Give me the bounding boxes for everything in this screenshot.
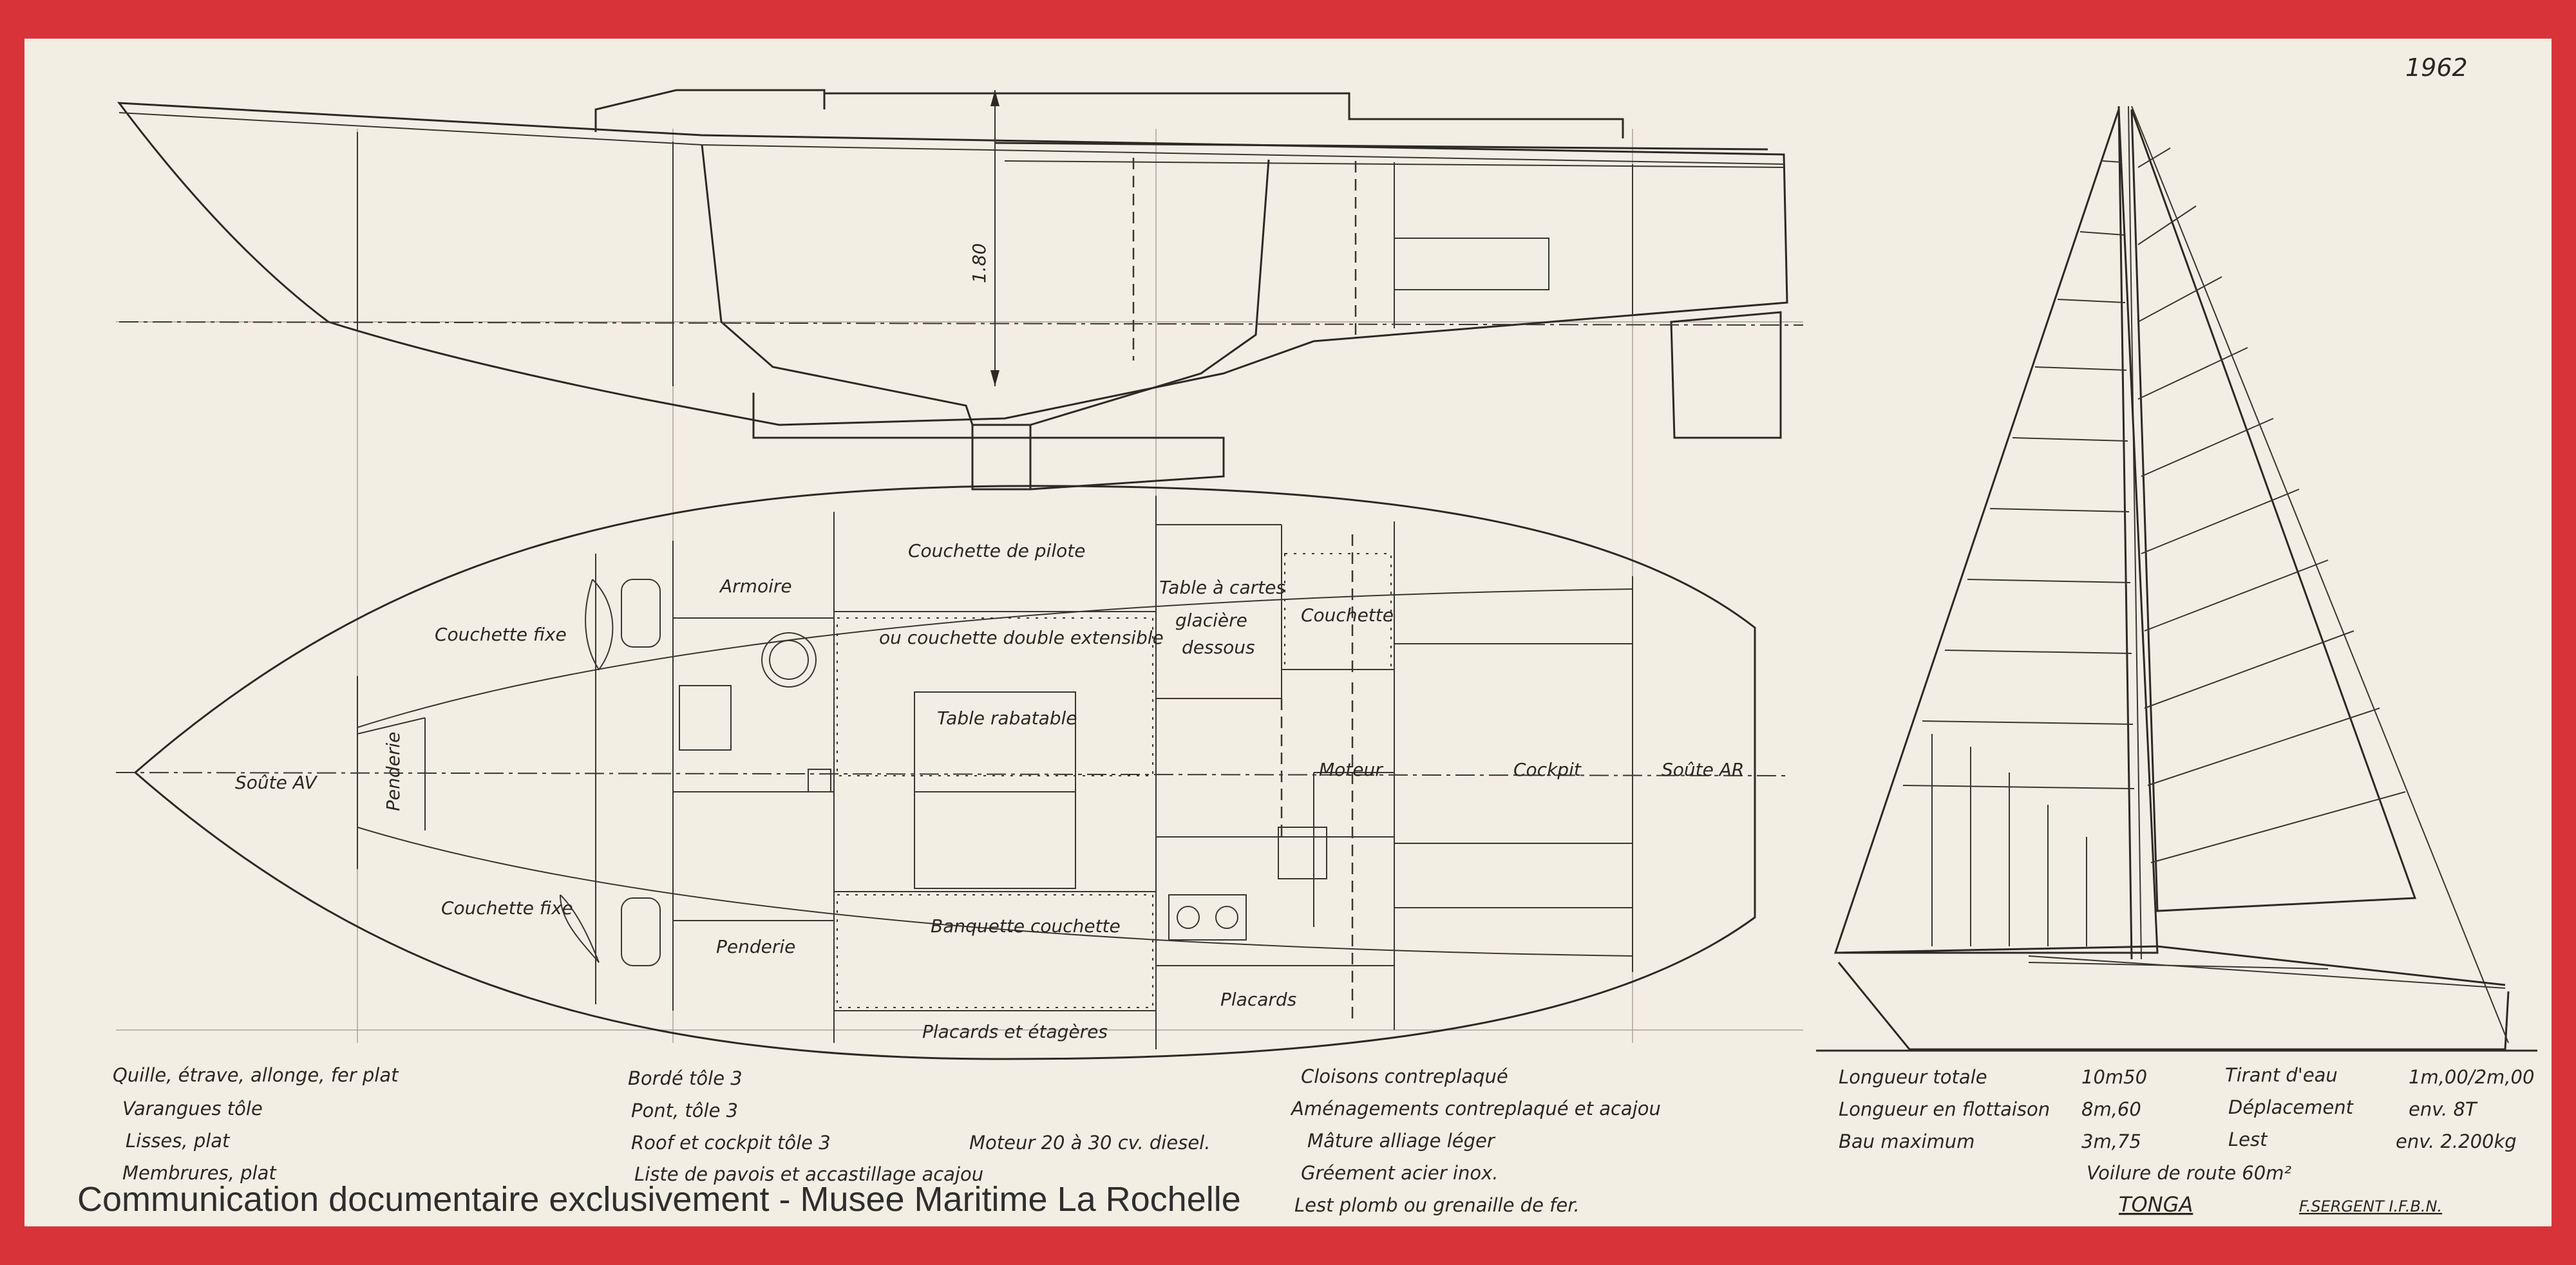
- label-placards: Placards: [1220, 989, 1296, 1010]
- label-soute-ar: Soûte AR: [1662, 759, 1744, 780]
- label-armoire: Armoire: [719, 576, 792, 597]
- note-col2-3: Liste de pavois et accastillage acajou: [634, 1163, 983, 1185]
- specifications: Longueur totale 10m50 Tirant d'eau 1m,00…: [1839, 1064, 2534, 1184]
- watermark-text: Communication documentaire exclusivement…: [77, 1180, 1241, 1219]
- note-moteur: Moteur 20 à 30 cv. diesel.: [969, 1132, 1210, 1154]
- note-col3-0: Cloisons contreplaqué: [1301, 1065, 1508, 1087]
- label-couchette-double: ou couchette double extensible: [879, 627, 1164, 648]
- label-penderie-fwd: Penderie: [383, 732, 404, 811]
- note-col2-0: Bordé tôle 3: [628, 1067, 743, 1089]
- spec-value-1: 8m,60: [2081, 1098, 2141, 1120]
- label-couchette-pilote: Couchette de pilote: [908, 540, 1085, 561]
- note-col3-2: Mâture alliage léger: [1307, 1130, 1496, 1152]
- note-col1-3: Membrures, plat: [122, 1162, 277, 1184]
- label-couchette-fixe-top: Couchette fixe: [435, 624, 567, 645]
- note-col2-2: Roof et cockpit tôle 3: [631, 1132, 831, 1154]
- architect-name: F.SERGENT I.F.B.N.: [2299, 1197, 2442, 1215]
- note-col1-2: Lisses, plat: [126, 1130, 231, 1152]
- note-col3-4: Lest plomb ou grenaille de fer.: [1294, 1194, 1580, 1216]
- label-table-rabattable: Table rabatable: [937, 707, 1077, 729]
- title-block: TONGA F.SERGENT I.F.B.N.: [2119, 1192, 2442, 1217]
- hull-plan: Soûte AV Penderie Couchette fixe Couchet…: [115, 485, 1791, 1060]
- label-table-cartes-3: dessous: [1182, 637, 1255, 658]
- spec-value-2: 3m,75: [2081, 1130, 2141, 1152]
- spec-value2-1: env. 8T: [2409, 1098, 2478, 1120]
- label-couchette-right: Couchette: [1301, 604, 1394, 626]
- label-table-cartes-1: Table à cartes: [1159, 577, 1285, 598]
- drawing-year: 1962: [2405, 53, 2468, 82]
- construction-notes: Quille, étrave, allonge, fer plat Varang…: [113, 1064, 1661, 1216]
- depth-dimension: 1.80: [969, 243, 990, 283]
- label-placards-etageres: Placards et étagères: [922, 1021, 1108, 1042]
- spec-sail-area: Voilure de route 60m²: [2087, 1162, 2291, 1184]
- spec-label-2: Bau maximum: [1839, 1130, 1975, 1152]
- spec-value2-0: 1m,00/2m,00: [2409, 1066, 2534, 1088]
- boat-name: TONGA: [2119, 1192, 2193, 1217]
- label-cockpit: Cockpit: [1513, 759, 1582, 780]
- note-col2-1: Pont, tôle 3: [631, 1100, 738, 1121]
- sail-plan: [1816, 106, 2537, 1052]
- spec-label2-1: Déplacement: [2228, 1096, 2354, 1118]
- label-soute-av: Soûte AV: [235, 772, 318, 793]
- label-table-cartes-2: glacière: [1175, 610, 1247, 631]
- note-col1-0: Quille, étrave, allonge, fer plat: [113, 1064, 399, 1086]
- spec-label-0: Longueur totale: [1839, 1066, 1987, 1088]
- spec-label2-0: Tirant d'eau: [2225, 1064, 2338, 1086]
- spec-value2-2: env. 2.200kg: [2396, 1130, 2517, 1152]
- sail-seams: [1902, 147, 2406, 946]
- spec-label2-2: Lest: [2228, 1129, 2268, 1150]
- label-banquette-couchette: Banquette couchette: [931, 915, 1121, 937]
- note-col3-1: Aménagements contreplaqué et acajou: [1290, 1098, 1661, 1120]
- spec-value-0: 10m50: [2081, 1066, 2147, 1088]
- label-couchette-fixe-bottom: Couchette fixe: [441, 897, 573, 919]
- hull-profile: 1.80: [117, 89, 1804, 491]
- label-moteur: Moteur: [1319, 759, 1383, 780]
- label-penderie-bottom: Penderie: [716, 936, 795, 957]
- note-col3-3: Gréement acier inox.: [1301, 1162, 1498, 1184]
- note-col1-1: Varangues tôle: [122, 1098, 263, 1120]
- spec-label-1: Longueur en flottaison: [1839, 1098, 2050, 1120]
